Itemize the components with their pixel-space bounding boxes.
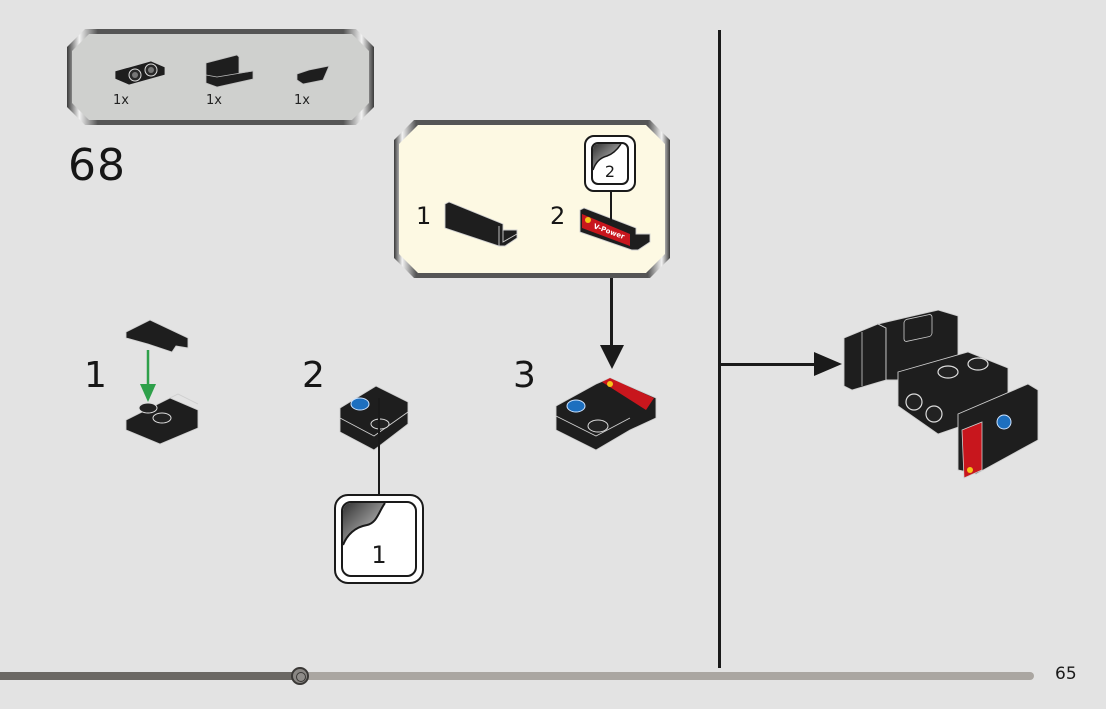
sticker-leader-line	[378, 398, 380, 496]
main-step-number: 1	[84, 355, 107, 396]
sub-step-number: 2	[550, 202, 566, 230]
page-number: 65	[1055, 664, 1077, 684]
sticker-peel-icon	[343, 503, 386, 546]
arrow-down-icon	[600, 345, 624, 369]
panel-icon	[205, 54, 254, 88]
main-step-number: 2	[302, 355, 325, 396]
sticker-number: 2	[604, 162, 616, 181]
main-step-number: 3	[513, 355, 536, 396]
part-qty: 1x	[113, 93, 129, 108]
wedge-on-plate-icon	[125, 319, 199, 445]
page-divider	[718, 30, 721, 668]
completed-assembly-icon	[843, 310, 1039, 479]
parts-list-callout: 1x 1x 1x	[67, 29, 374, 125]
sticker-reference: 2	[584, 135, 636, 192]
sticker-peel-icon	[593, 144, 622, 171]
step-number: 68	[68, 140, 126, 191]
arrow-right-icon	[814, 352, 842, 376]
panel-icon	[444, 201, 518, 247]
assembled-plate-with-panel-icon	[555, 377, 657, 451]
bracket-plate-icon	[114, 60, 166, 86]
part-qty: 1x	[206, 93, 222, 108]
sub-step-number: 1	[416, 202, 432, 230]
part-qty: 1x	[294, 93, 310, 108]
progress-bar-knob[interactable]	[291, 667, 309, 685]
progress-bar-track	[0, 672, 1034, 680]
sticker-reference: 1	[334, 494, 424, 584]
sticker-leader-line	[610, 192, 612, 222]
callout-arrow-line	[610, 278, 613, 348]
sticker-number: 1	[371, 541, 387, 569]
progress-bar-fill	[0, 672, 300, 680]
panel-with-sticker-icon: V-Power	[579, 207, 651, 251]
wedge-plate-icon	[296, 65, 330, 85]
assembled-plate-icon	[339, 385, 409, 451]
sub-assembly-callout: 1 2 V-Power 2	[394, 120, 670, 278]
result-arrow-line	[720, 363, 820, 366]
